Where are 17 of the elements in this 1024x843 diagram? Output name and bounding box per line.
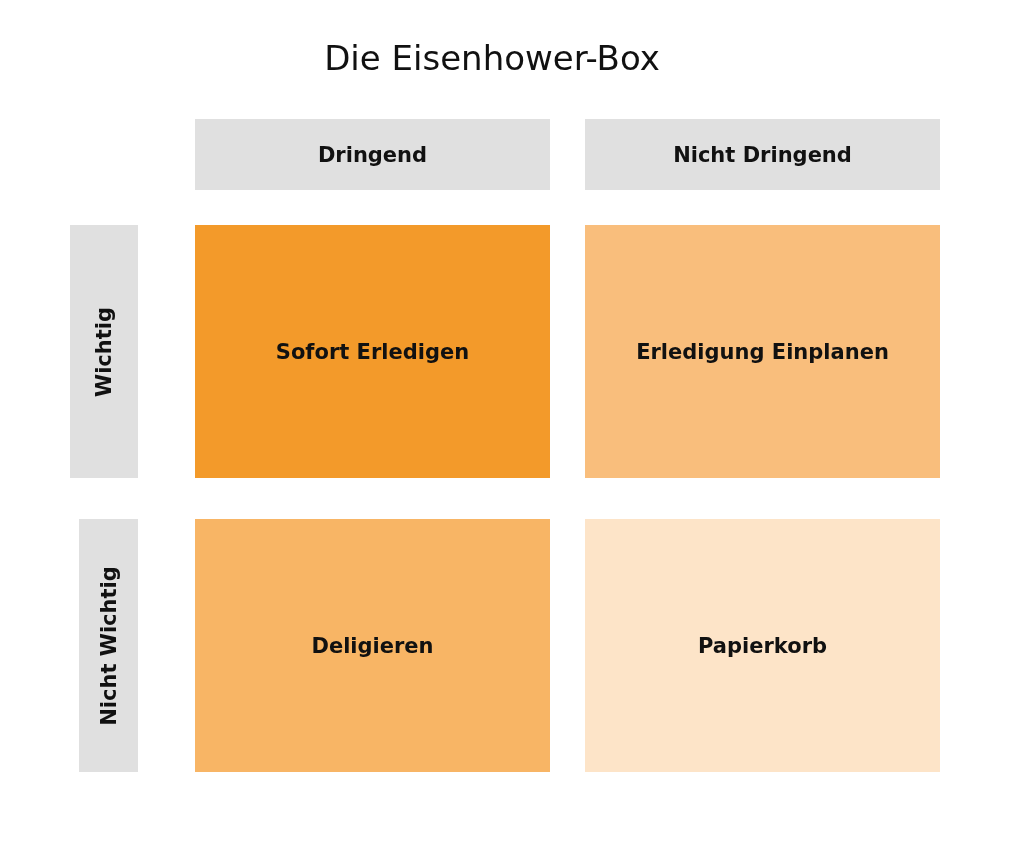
row-header-label: Nicht Wichtig <box>96 565 121 726</box>
row-header-box <box>70 225 138 478</box>
quadrant-box <box>195 519 550 772</box>
quadrant-box <box>195 225 550 478</box>
quadrant-box <box>585 519 940 772</box>
column-header-label: Nicht Dringend <box>673 142 852 167</box>
row-header-box <box>79 519 138 772</box>
column-header-box <box>195 119 550 190</box>
column-header-label: Dringend <box>317 142 428 167</box>
quadrant-label: Deligieren <box>311 633 434 658</box>
column-header-box <box>585 119 940 190</box>
quadrant-label: Papierkorb <box>698 633 827 658</box>
diagram-title: Die Eisenhower-Box <box>324 38 660 78</box>
quadrant-label: Erledigung Einplanen <box>636 339 889 364</box>
quadrant-label: Sofort Erledigen <box>275 339 470 364</box>
row-header-label: Wichtig <box>92 306 116 397</box>
quadrant-box <box>585 225 940 478</box>
